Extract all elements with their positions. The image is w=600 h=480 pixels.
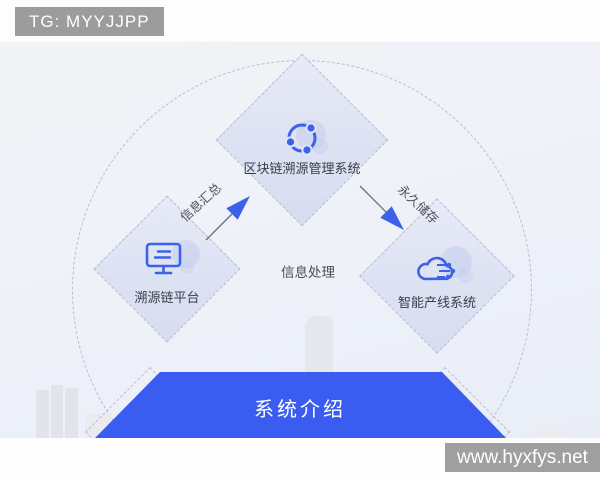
footer-trapezoid: 系统介绍 — [95, 372, 506, 438]
icon-blob — [312, 138, 328, 154]
arrow-down-right-icon — [352, 178, 412, 243]
watermark-text: www.hyxfys.net — [457, 447, 588, 468]
building-silhouette — [51, 385, 63, 438]
diagram-stage: 区块链溯源管理系统 溯源链平台 智能产线系统 信 — [0, 42, 600, 438]
icon-blob — [180, 260, 194, 274]
monitor-icon — [144, 242, 184, 281]
footer-title: 系统介绍 — [254, 399, 346, 421]
node-label-production: 智能产线系统 — [397, 295, 476, 310]
center-label-info-processing: 信息处理 — [281, 265, 335, 280]
tg-banner: TG: MYYJJPP — [15, 7, 164, 36]
cloud-circuit-icon — [413, 249, 461, 292]
arrow-up-right-icon — [198, 188, 258, 253]
node-label-platform: 溯源链平台 — [134, 290, 200, 305]
tower-silhouette — [305, 316, 333, 376]
tg-banner-text: TG: MYYJJPP — [29, 12, 150, 31]
building-silhouette — [65, 388, 78, 438]
building-silhouette — [36, 390, 49, 438]
share-network-icon — [282, 118, 322, 163]
node-label-blockchain: 区块链溯源管理系统 — [243, 161, 361, 176]
building-silhouette — [537, 429, 563, 438]
icon-blob — [458, 268, 473, 283]
watermark: www.hyxfys.net — [445, 443, 600, 472]
